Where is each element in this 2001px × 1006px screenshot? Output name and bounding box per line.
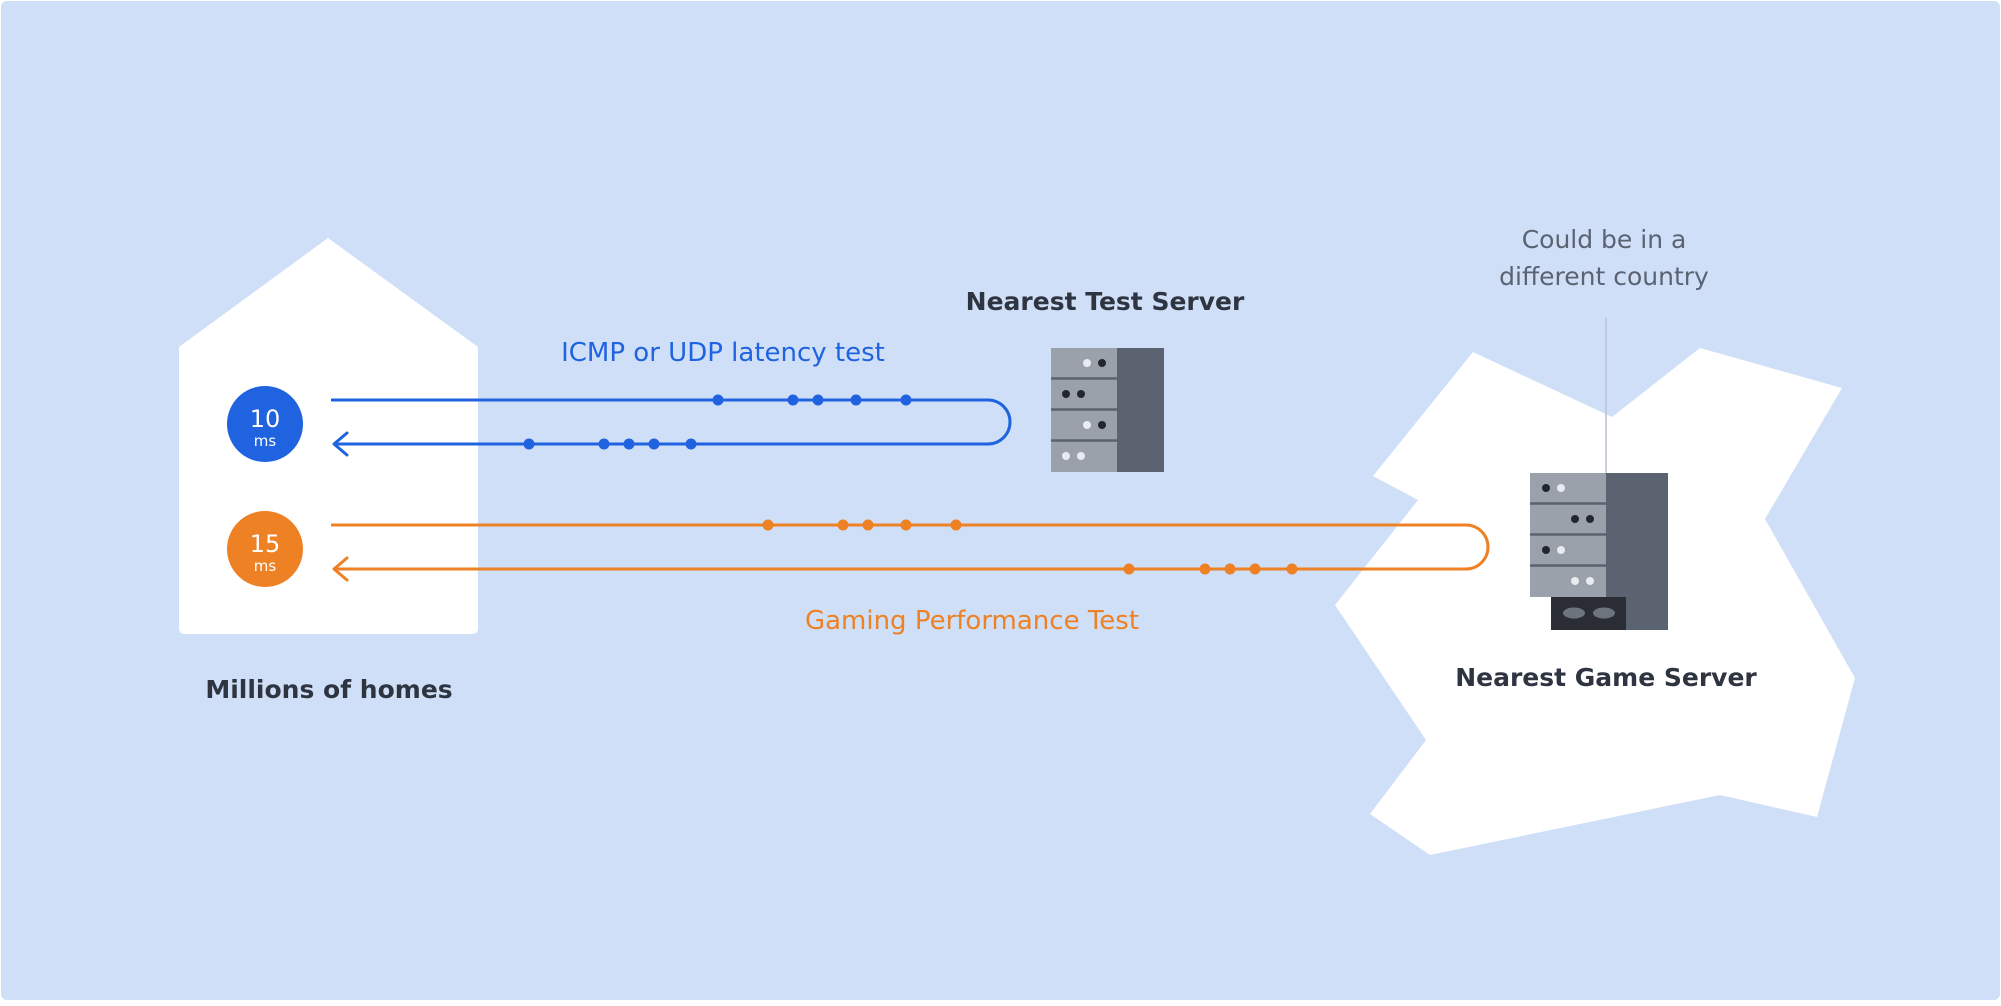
country-note-line1: Could be in a xyxy=(1522,225,1687,254)
game-server-icon xyxy=(1530,473,1668,630)
packet-dot xyxy=(712,394,724,406)
packet-dot xyxy=(1286,563,1298,575)
packet-dot xyxy=(523,438,535,450)
game-latency-value: 15 xyxy=(250,530,281,558)
game-server-label: Nearest Game Server xyxy=(1455,663,1757,692)
packet-dot xyxy=(1123,563,1135,575)
icmp-test-packets xyxy=(523,394,912,450)
country-note-line2: different country xyxy=(1499,262,1709,291)
packet-dot xyxy=(648,438,660,450)
packet-dot xyxy=(862,519,874,531)
gaming-test-packets xyxy=(762,519,1298,575)
packet-dot xyxy=(1224,563,1236,575)
homes-label: Millions of homes xyxy=(205,675,452,704)
icmp-test-label: ICMP or UDP latency test xyxy=(561,338,885,368)
gaming-test-path xyxy=(331,523,1490,582)
gaming-test-label: Gaming Performance Test xyxy=(805,606,1139,636)
packet-dot xyxy=(623,438,635,450)
game-latency-unit: ms xyxy=(254,557,277,575)
test-latency-unit: ms xyxy=(254,432,277,450)
packet-dot xyxy=(598,438,610,450)
packet-dot xyxy=(900,394,912,406)
icmp-test-path xyxy=(331,398,1012,457)
packet-dot xyxy=(850,394,862,406)
packet-dot xyxy=(812,394,824,406)
test-latency-value: 10 xyxy=(250,405,281,433)
test-latency-badge: 10 ms xyxy=(227,386,303,462)
packet-dot xyxy=(787,394,799,406)
packet-dot xyxy=(900,519,912,531)
packet-dot xyxy=(837,519,849,531)
packet-dot xyxy=(1199,563,1211,575)
packet-dot xyxy=(685,438,697,450)
test-server-icon xyxy=(1051,348,1164,472)
packet-dot xyxy=(950,519,962,531)
test-server-label: Nearest Test Server xyxy=(966,287,1245,316)
packet-dot xyxy=(1249,563,1261,575)
game-latency-badge: 15 ms xyxy=(227,511,303,587)
packet-dot xyxy=(762,519,774,531)
